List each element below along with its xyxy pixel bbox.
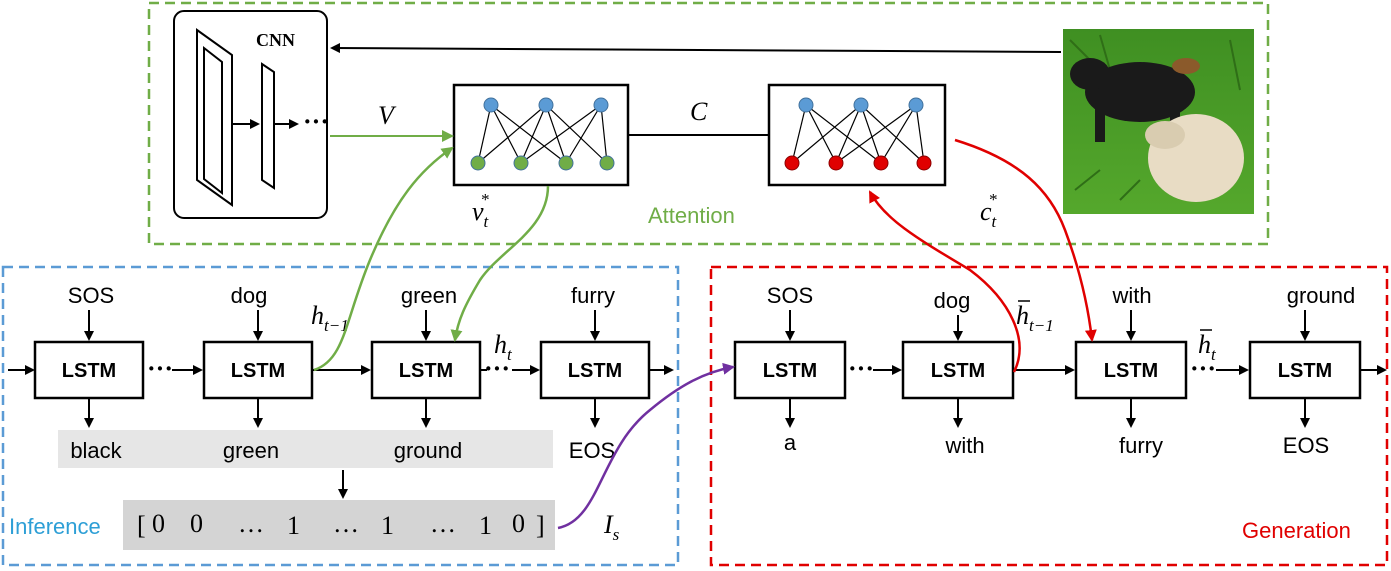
generation-lstm-2-label: LSTM (931, 360, 985, 382)
v-symbol: V (378, 101, 397, 130)
v-star-symbol: vt* (472, 190, 490, 231)
inference-lstm-3-label: LSTM (399, 360, 453, 382)
h-t-symbol: ht (494, 330, 513, 364)
generation-input-4: ground (1287, 283, 1356, 308)
generation-lstm-chain: LSTM LSTM LSTM LSTM ··· ··· (733, 310, 1387, 428)
generation-region-label: Generation (1242, 518, 1351, 543)
generation-output-1: a (784, 430, 797, 455)
svg-text:···: ··· (1190, 354, 1216, 383)
dog-photo-icon (1063, 29, 1254, 214)
svg-text:···: ··· (147, 354, 173, 383)
hbar-prev-symbol: ht−1 (1016, 300, 1054, 335)
generation-input-2: dog (934, 288, 971, 313)
cnn-block: ··· CNN (173, 10, 329, 219)
vector-value-7: … (430, 509, 456, 538)
inference-region-label: Inference (9, 514, 101, 539)
generation-output-3: furry (1119, 433, 1163, 458)
vector-value-2: 0 (190, 509, 203, 538)
inference-vector-band (123, 500, 555, 550)
inference-output-4: EOS (569, 438, 615, 463)
inference-output-2: green (223, 438, 279, 463)
c-star-symbol: ct* (980, 190, 998, 231)
vector-value-5: … (333, 509, 359, 538)
inference-input-3: green (401, 283, 457, 308)
image-to-cnn-arrow (330, 43, 1062, 54)
vector-open: [ (137, 511, 146, 540)
generation-lstm-3-label: LSTM (1104, 360, 1158, 382)
c-star-to-lstm-arrow (954, 138, 1097, 342)
vector-value-1: 0 (152, 509, 165, 538)
concept-attention-net (767, 83, 947, 187)
inference-output-band (58, 430, 553, 468)
attention-region-label: Attention (648, 203, 735, 228)
vector-value-6: 1 (381, 511, 394, 540)
svg-text:ht: ht (1198, 330, 1217, 364)
inference-input-4: furry (571, 283, 615, 308)
inference-region (1, 265, 680, 567)
inference-input-1: SOS (68, 283, 114, 308)
v-star-to-lstm-arrow (450, 185, 550, 342)
h-prev-symbol: ht−1 (311, 301, 349, 335)
svg-text:···: ··· (303, 107, 329, 136)
svg-text:···: ··· (484, 354, 510, 383)
generation-output-2: with (944, 433, 984, 458)
i-s-symbol: Is (603, 510, 620, 544)
vector-close: ] (536, 511, 545, 540)
hbar-t-symbol: ht (1198, 329, 1217, 364)
vector-value-4: 1 (287, 511, 300, 540)
inference-output-3: ground (394, 438, 463, 463)
image-context-arrow (557, 362, 735, 530)
generation-region (709, 265, 1389, 567)
h-prev-to-visual-attention-arrow (313, 146, 454, 372)
inference-lstm-4-label: LSTM (568, 360, 622, 382)
generation-output-4: EOS (1283, 433, 1329, 458)
visual-attention-net (452, 83, 630, 187)
generation-lstm-4-label: LSTM (1278, 360, 1332, 382)
svg-text:ht−1: ht−1 (1016, 301, 1054, 335)
generation-input-1: SOS (767, 283, 813, 308)
inference-lstm-chain: LSTM LSTM LSTM LSTM ··· ··· (8, 310, 674, 428)
inference-output-1: black (70, 438, 122, 463)
inference-lstm-2-label: LSTM (231, 360, 285, 382)
hbar-prev-to-concept-attention-arrow (868, 190, 1021, 373)
attention-region (147, 1, 1270, 246)
cnn-label: CNN (256, 30, 295, 50)
inference-lstm-1-label: LSTM (62, 360, 116, 382)
vector-value-3: … (238, 509, 264, 538)
vector-value-8: 1 (479, 511, 492, 540)
generation-lstm-1-label: LSTM (763, 360, 817, 382)
generation-input-3: with (1111, 283, 1151, 308)
vector-value-9: 0 (512, 509, 525, 538)
c-symbol: C (690, 97, 708, 126)
svg-text:···: ··· (848, 354, 874, 383)
inference-input-2: dog (231, 283, 268, 308)
